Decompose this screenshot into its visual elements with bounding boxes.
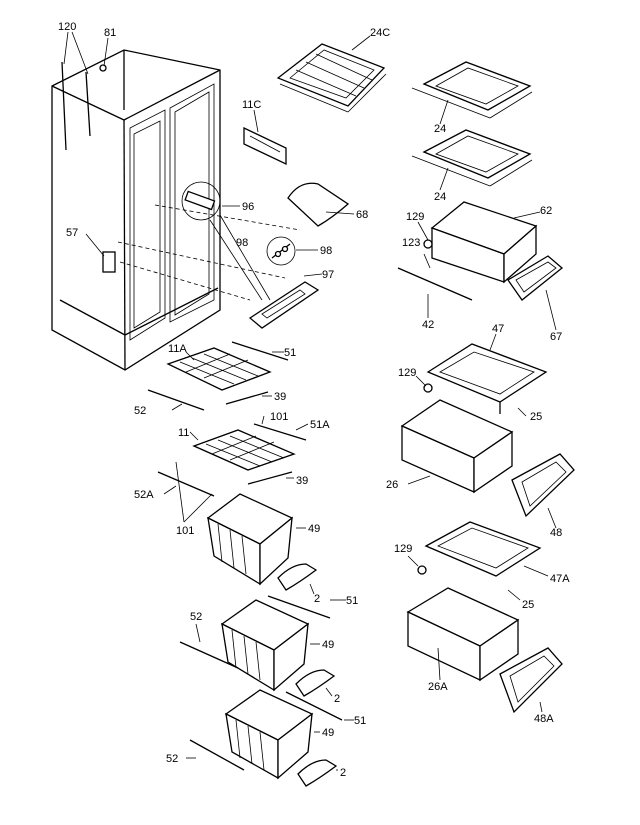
wire-shelf-11A (166, 347, 272, 391)
label-24-lower: 24 (434, 191, 446, 203)
basket-handle-2-a (277, 563, 318, 591)
label-49-a: 49 (308, 523, 320, 535)
label-24C: 24C (370, 27, 390, 39)
label-25-a: 25 (530, 411, 542, 423)
label-2-c: 2 (340, 767, 346, 779)
label-101-a: 101 (270, 411, 288, 423)
label-98-b: 98 (320, 245, 332, 257)
label-39-b: 39 (296, 475, 308, 487)
rail-51-b (267, 595, 331, 619)
label-98: 98 (236, 237, 248, 249)
label-123: 123 (402, 237, 420, 249)
basket-handle-2-c (297, 759, 338, 787)
label-49-b: 49 (322, 639, 334, 651)
label-25-b: 25 (522, 599, 534, 611)
support-39-b (247, 471, 293, 485)
label-2-a: 2 (314, 593, 320, 605)
shelf-24-upper (411, 61, 533, 119)
basket-49-a (206, 493, 294, 586)
drawer-62 (430, 201, 538, 284)
crisper-cover-47 (426, 343, 548, 414)
part-97-light-housing (248, 281, 320, 329)
label-26: 26 (386, 479, 398, 491)
part-96 (181, 181, 221, 221)
label-26A: 26A (428, 681, 448, 693)
rail-51-c (285, 691, 343, 721)
label-51A: 51A (310, 419, 330, 431)
label-42: 42 (422, 319, 434, 331)
rail-51 (231, 341, 289, 361)
label-39-a: 39 (274, 391, 286, 403)
label-51-b: 51 (346, 595, 358, 607)
label-129-b: 129 (398, 367, 416, 379)
label-11: 11 (178, 427, 189, 439)
drawer-front-67 (507, 255, 564, 301)
label-51: 51 (284, 347, 296, 359)
support-39-a (225, 391, 269, 405)
bracket-52-b (179, 641, 239, 669)
label-2-b: 2 (334, 693, 340, 705)
label-68: 68 (356, 209, 368, 221)
label-48: 48 (550, 527, 562, 539)
label-67: 67 (550, 331, 562, 343)
part-labels: 120 81 24C 11C 24 24 96 68 62 129 123 57… (58, 21, 570, 779)
label-81: 81 (104, 27, 116, 39)
screw-81 (99, 64, 107, 72)
leader-lines (63, 31, 557, 771)
shelf-24-lower (411, 129, 533, 187)
label-101-b: 101 (176, 525, 194, 537)
bracket-52A (157, 471, 215, 497)
basket-handle-2-b (295, 669, 336, 697)
label-48A: 48A (534, 713, 554, 725)
part-129-c (417, 565, 427, 575)
wire-shelf-11 (192, 429, 296, 471)
label-96: 96 (242, 201, 254, 213)
rail-42 (397, 267, 473, 301)
label-51-c: 51 (354, 715, 366, 727)
bracket-52-a (147, 389, 205, 411)
crisper-cover-47A (424, 521, 542, 577)
label-129-c: 129 (394, 543, 412, 555)
label-62: 62 (540, 205, 552, 217)
basket-49-c (224, 689, 314, 780)
label-52A: 52A (134, 489, 154, 501)
rail-51A (253, 423, 307, 441)
drawer-front-48 (511, 453, 575, 518)
bracket-11C (243, 126, 287, 166)
label-52-a: 52 (134, 405, 146, 417)
label-97: 97 (322, 269, 334, 281)
label-52-c: 52 (166, 753, 178, 765)
shelf-24C (276, 43, 387, 113)
label-57: 57 (66, 227, 78, 239)
label-52-b: 52 (190, 611, 202, 623)
cover-68 (287, 182, 350, 227)
refrigerator-cabinet (51, 49, 221, 371)
label-129-a: 129 (406, 211, 424, 223)
door-gasket-strips (61, 61, 91, 151)
light-switch-57 (102, 251, 116, 273)
part-98 (266, 236, 296, 266)
drawer-front-48A (499, 647, 563, 714)
crisper-drawer-26A (406, 587, 520, 682)
basket-49-b (220, 599, 310, 692)
label-24-upper: 24 (434, 123, 446, 135)
part-129-a (423, 239, 433, 249)
bracket-52-c (189, 739, 245, 771)
label-49-c: 49 (322, 727, 334, 739)
crisper-drawer-26 (400, 399, 514, 494)
label-47: 47 (492, 323, 504, 335)
label-11A: 11A (168, 343, 187, 355)
label-120: 120 (58, 21, 76, 33)
label-11C: 11C (242, 99, 261, 111)
label-47A: 47A (550, 573, 570, 585)
